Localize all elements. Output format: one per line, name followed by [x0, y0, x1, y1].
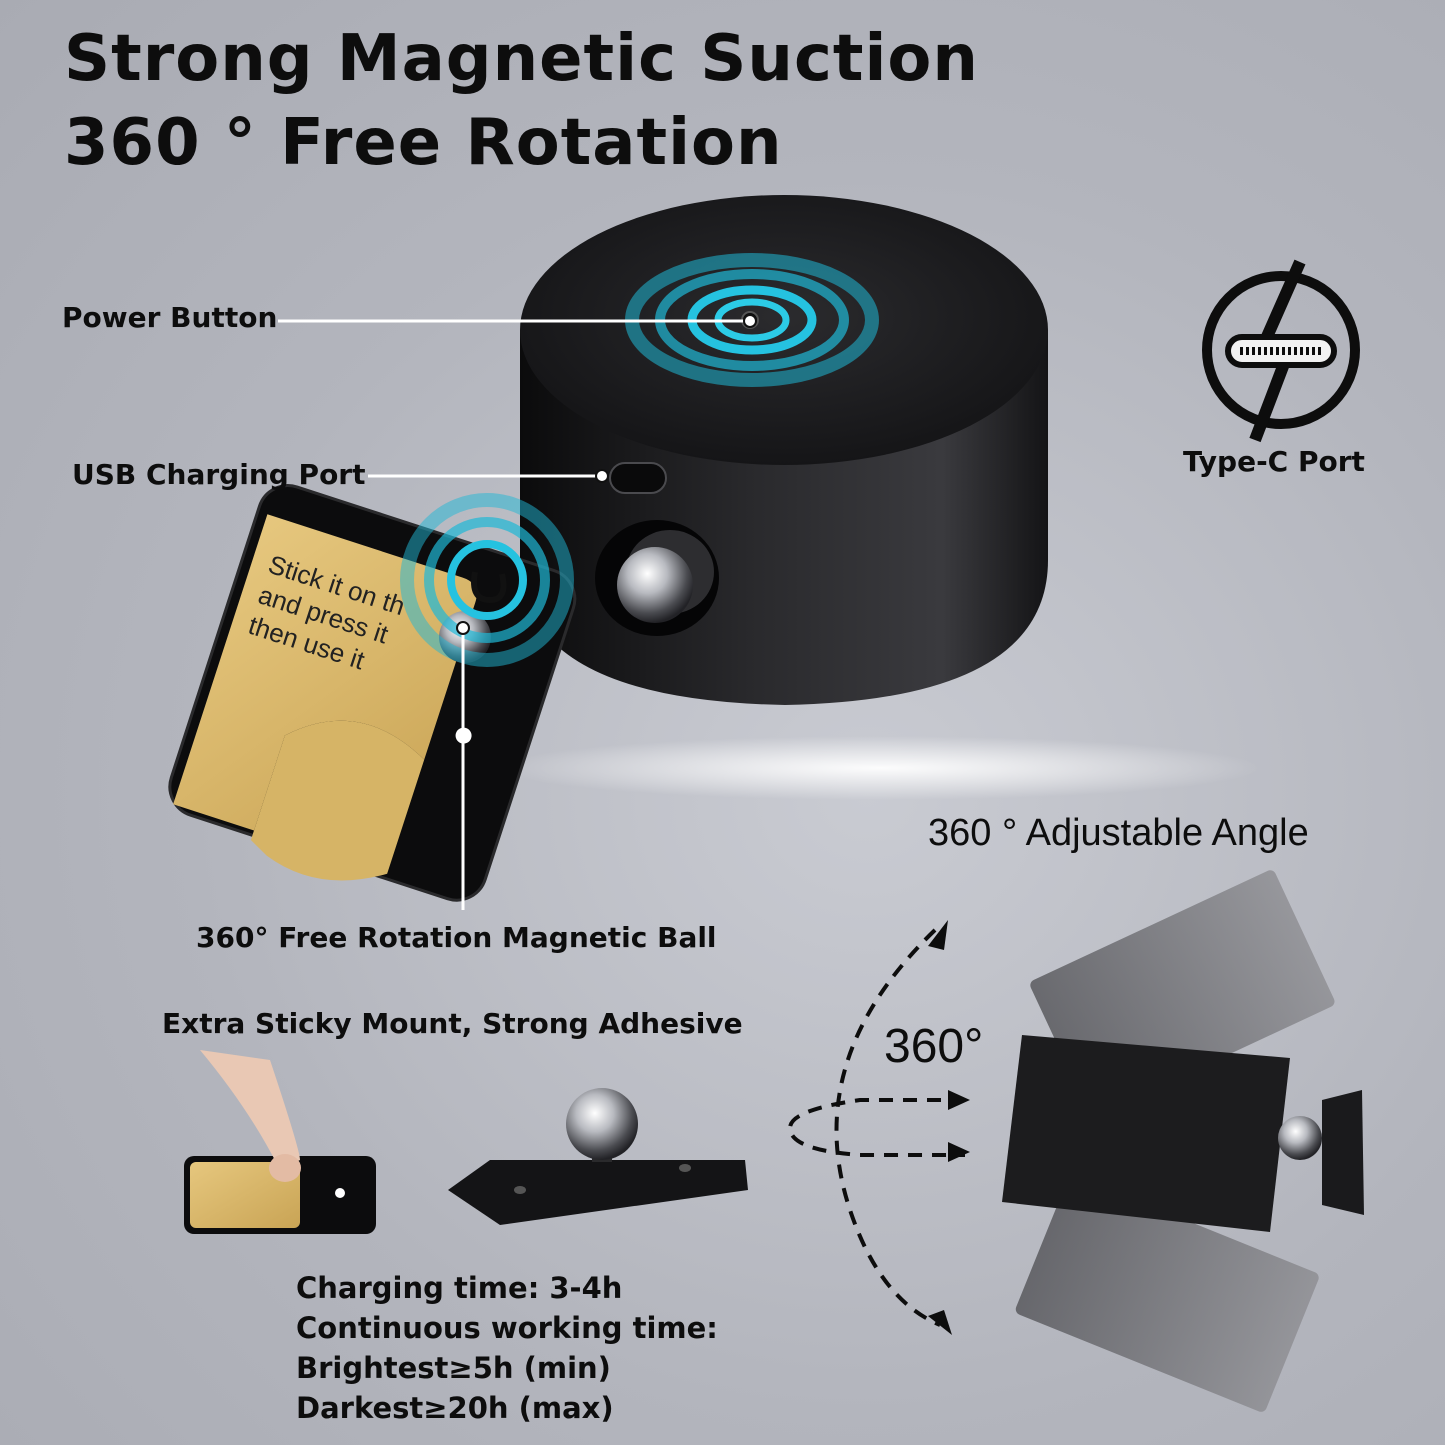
usb-c-lightning-icon [1202, 259, 1360, 443]
spec-brightest: Brightest≥5h (min) [296, 1351, 611, 1385]
rotation-demo-lamp [1002, 870, 1364, 1412]
power-button-label: Power Button [62, 301, 278, 334]
magnetic-mount-plate: Stick it on th and press it then use it [168, 484, 577, 902]
spec-charging-time: Charging time: 3-4h [296, 1271, 623, 1305]
rotation-arrows-icon [787, 928, 965, 1327]
ball-mount-base [448, 1088, 748, 1225]
sticky-mount-label: Extra Sticky Mount, Strong Adhesive [162, 1007, 743, 1040]
spec-working-time: Continuous working time: [296, 1311, 718, 1345]
magnetic-ball-label: 360° Free Rotation Magnetic Ball [196, 921, 717, 954]
headline-line-1: Strong Magnetic Suction [64, 22, 979, 96]
main-lamp-device [520, 195, 1048, 705]
adjustable-angle-label: 360 ° Adjustable Angle [928, 812, 1309, 854]
adhesive-pad [184, 1050, 376, 1234]
magnet-icon [400, 493, 574, 667]
spec-darkest: Darkest≥20h (max) [296, 1391, 614, 1425]
headline-line-2: 360 ° Free Rotation [64, 106, 783, 180]
rotation-degree-label: 360° [884, 1020, 984, 1073]
spec-list: Charging time: 3-4h Continuous working t… [296, 1268, 718, 1428]
usb-charging-port-label: USB Charging Port [72, 458, 366, 491]
type-c-port-label: Type-C Port [1183, 445, 1365, 478]
